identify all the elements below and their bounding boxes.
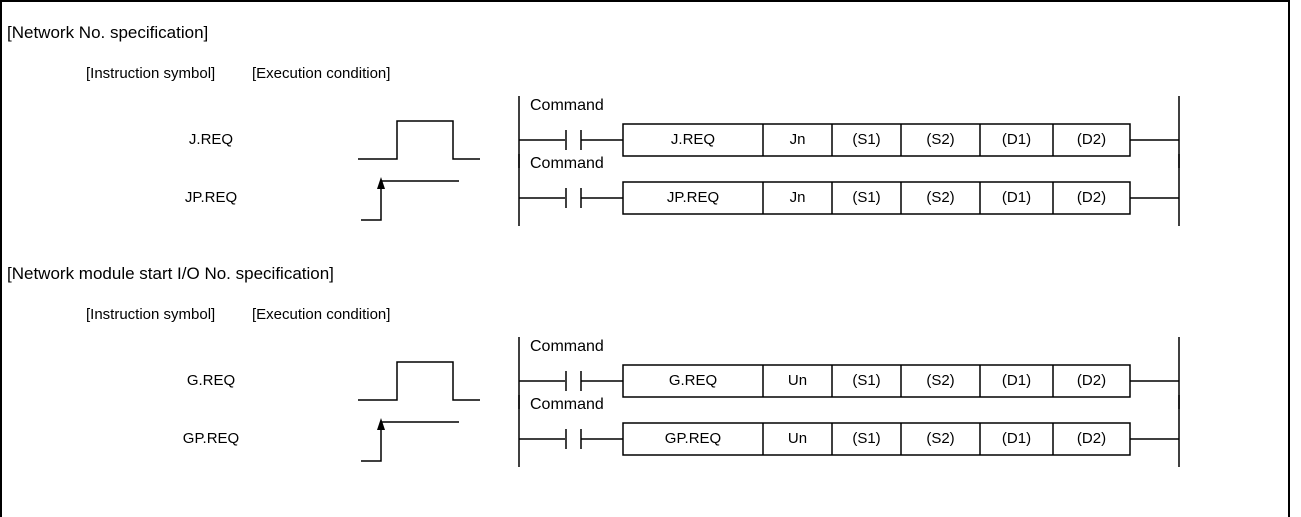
operand-cell: (D2)	[1076, 372, 1107, 389]
instruction-name-cell: GP.REQ	[664, 430, 722, 447]
rising-edge-condition-waveform	[361, 180, 459, 221]
column-header-instruction-symbol: [Instruction symbol]	[86, 65, 216, 82]
operand-cell: (S2)	[926, 189, 955, 206]
command-label: Command	[530, 338, 604, 355]
pulse-condition-waveform	[358, 361, 480, 401]
instruction-name-cell: JP.REQ	[666, 189, 720, 206]
command-label: Command	[530, 155, 604, 172]
command-label: Command	[530, 396, 604, 413]
rising-edge-arrow	[377, 177, 385, 189]
instruction-symbol: JP.REQ	[184, 189, 238, 206]
section-heading: [Network module start I/O No. specificat…	[7, 264, 334, 283]
column-header-execution-condition: [Execution condition]	[252, 306, 391, 323]
operand-cell: (S1)	[852, 372, 881, 389]
section-heading: [Network No. specification]	[7, 23, 209, 42]
operand-cell: (D2)	[1076, 131, 1107, 148]
operand-cell: (D2)	[1076, 430, 1107, 447]
command-label: Command	[530, 97, 604, 114]
operand-cell: (S1)	[852, 189, 881, 206]
operand-cell: Jn	[789, 189, 806, 206]
operand-cell: (D1)	[1001, 189, 1032, 206]
operand-cell: (D1)	[1001, 131, 1032, 148]
operand-cell: (S2)	[926, 372, 955, 389]
operand-cell: (S1)	[852, 131, 881, 148]
operand-cell: Un	[787, 372, 808, 389]
rising-edge-condition-waveform	[361, 421, 459, 462]
operand-cell: (S2)	[926, 430, 955, 447]
operand-cell: Un	[787, 430, 808, 447]
instruction-symbol: J.REQ	[188, 131, 234, 148]
operand-cell: (D1)	[1001, 372, 1032, 389]
operand-cell: (S1)	[852, 430, 881, 447]
instruction-name-cell: J.REQ	[670, 131, 716, 148]
pulse-condition-waveform	[358, 120, 480, 160]
instruction-symbol: G.REQ	[186, 372, 236, 389]
column-header-execution-condition: [Execution condition]	[252, 65, 391, 82]
operand-cell: (D1)	[1001, 430, 1032, 447]
operand-cell: Jn	[789, 131, 806, 148]
instruction-name-cell: G.REQ	[668, 372, 718, 389]
column-header-instruction-symbol: [Instruction symbol]	[86, 306, 216, 323]
instruction-symbol: GP.REQ	[182, 430, 240, 447]
operand-cell: (S2)	[926, 131, 955, 148]
rising-edge-arrow	[377, 418, 385, 430]
operand-cell: (D2)	[1076, 189, 1107, 206]
